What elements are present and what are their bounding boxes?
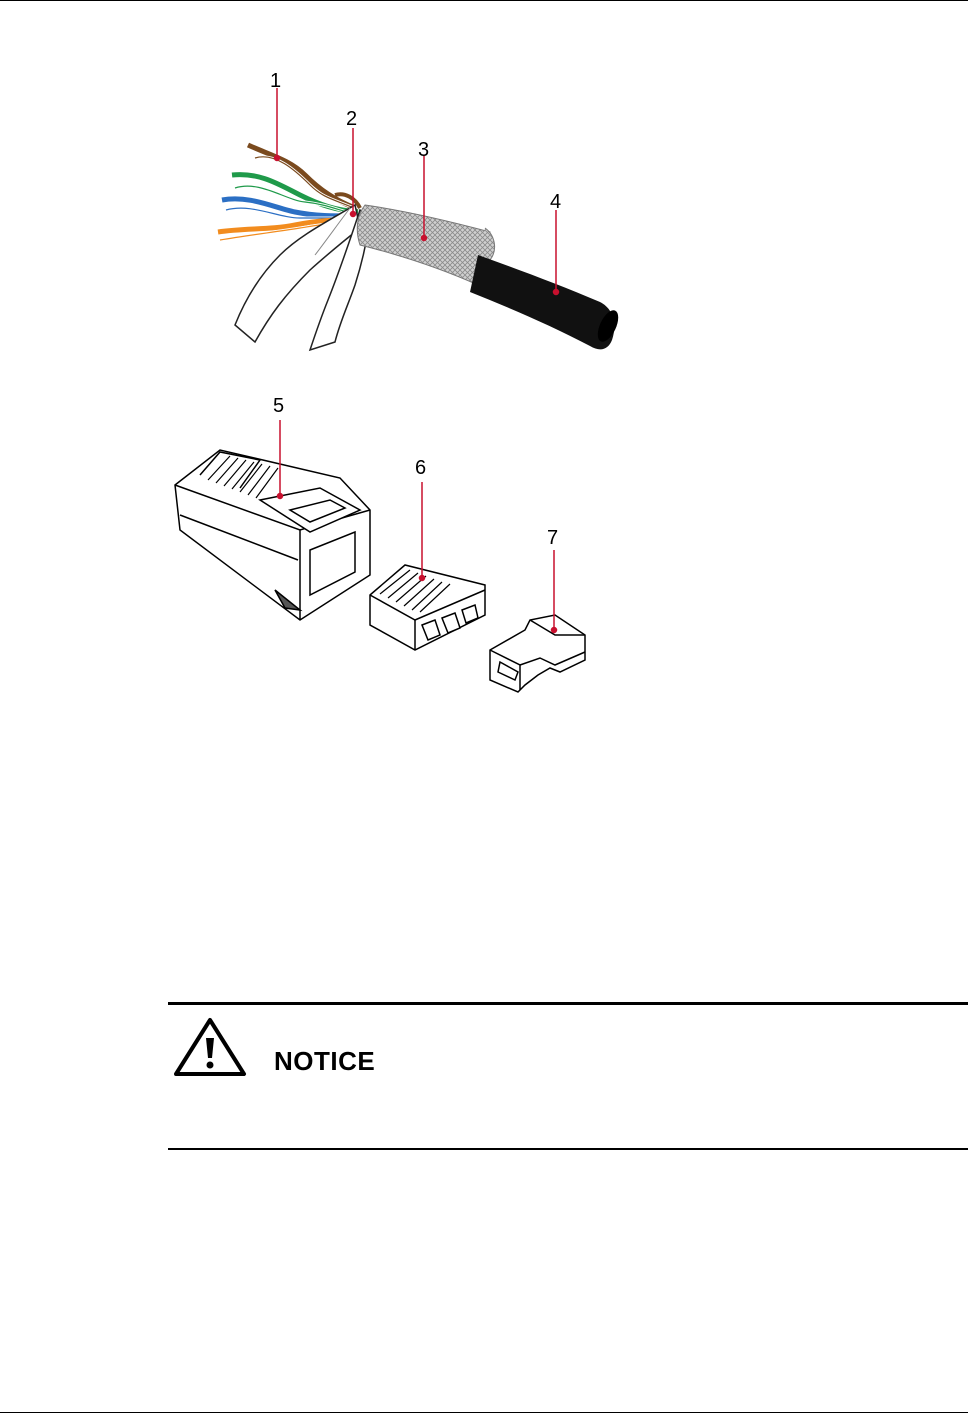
callout-6: 6 — [415, 457, 426, 479]
cable-connector-figure: 1 2 3 4 5 6 — [160, 60, 630, 710]
callout-1: 1 — [270, 70, 281, 92]
strain-relief-clip — [490, 615, 585, 692]
callout-5: 5 — [273, 395, 284, 417]
callout-4: 4 — [550, 191, 561, 213]
load-bar — [370, 565, 485, 650]
callout-7: 7 — [547, 527, 558, 549]
notice-bottom-rule — [168, 1148, 968, 1150]
cable-jacket — [470, 255, 614, 349]
rj45-plug — [175, 450, 370, 620]
notice-top-rule — [168, 1002, 968, 1005]
footer-rule — [0, 1412, 968, 1413]
notice-title: NOTICE — [274, 1046, 375, 1077]
notice-box: NOTICE — [168, 1002, 968, 1150]
callout-3: 3 — [418, 139, 429, 161]
header-rule — [0, 0, 968, 1]
cable-illustration: 1 2 3 4 — [218, 70, 622, 350]
callout-2: 2 — [346, 108, 357, 130]
warning-triangle-icon — [172, 1016, 248, 1078]
